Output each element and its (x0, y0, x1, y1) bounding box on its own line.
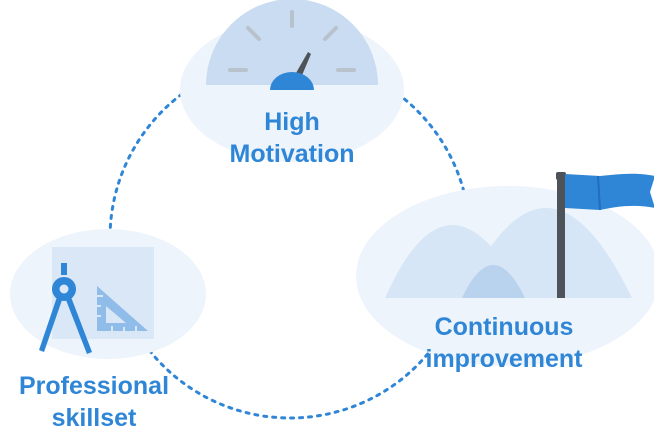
improvement-label-line2: improvement (425, 345, 583, 373)
gauge-tick (323, 26, 338, 41)
set-square-cutout (106, 306, 126, 323)
skillset-label: Professional skillset (4, 370, 184, 434)
gauge-tick (246, 26, 261, 41)
gauge-dial (206, 0, 378, 85)
motivation-label: High Motivation (212, 106, 372, 170)
flag-on-mountain-icon (385, 172, 654, 298)
set-square-ticks (97, 295, 137, 331)
skillset-label-line2: skillset (51, 404, 137, 432)
motivation-label-line1: High (264, 108, 320, 136)
skillset-node (10, 229, 206, 359)
speedometer-icon (206, 0, 378, 90)
drafting-tools-icon (39, 263, 148, 354)
improvement-node (356, 172, 654, 366)
flag-pole (557, 178, 565, 298)
flag-fold (597, 175, 601, 211)
mountain-overlap (462, 265, 525, 298)
motivation-node (180, 0, 404, 162)
flag-cloth (565, 173, 654, 210)
compass-icon (39, 263, 92, 354)
gauge-hub (270, 72, 314, 90)
flag-pole-cap (556, 172, 566, 180)
improvement-label: Continuous improvement (404, 311, 604, 375)
motivation-label-line2: Motivation (229, 140, 355, 168)
skillset-label-line1: Professional (18, 372, 170, 400)
improvement-label-line1: Continuous (434, 313, 574, 341)
